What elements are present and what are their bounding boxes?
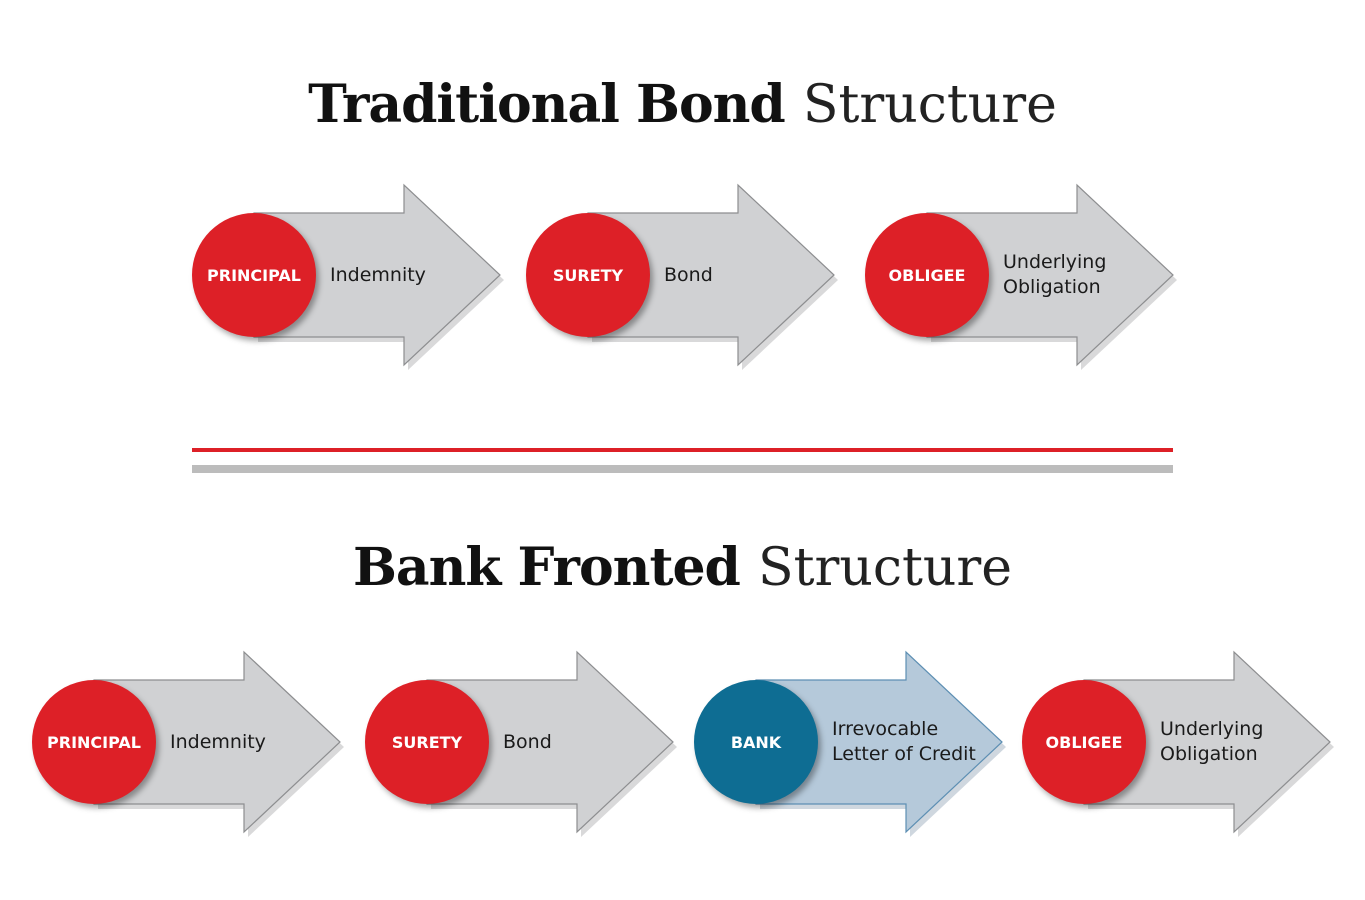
step-label-bond: Bond — [664, 263, 713, 286]
traditional-step-principal: PRINCIPAL Indemnity — [192, 175, 512, 375]
bank-step-surety: SURETY Bond — [365, 642, 685, 842]
step-label-indemnity: Indemnity — [330, 263, 426, 286]
arrow-shape — [926, 183, 1177, 370]
arrow-shape — [587, 183, 838, 370]
bank-step-obligee: OBLIGEE Underlying Obligation — [1022, 642, 1342, 842]
party-circle-principal: PRINCIPAL — [32, 680, 156, 804]
party-circle-principal: PRINCIPAL — [192, 213, 316, 337]
party-circle-surety: SURETY — [365, 680, 489, 804]
step-label-indemnity: Indemnity — [170, 730, 266, 753]
step-label-bond: Bond — [503, 730, 552, 753]
bank-fronted-title-light: Structure — [758, 538, 1013, 598]
divider-gray-line — [192, 465, 1173, 473]
arrow-shape — [1083, 650, 1334, 837]
bank-fronted-structure-title: Bank Fronted Structure — [0, 537, 1365, 599]
party-circle-obligee: OBLIGEE — [865, 213, 989, 337]
party-circle-obligee: OBLIGEE — [1022, 680, 1146, 804]
step-label-letter-of-credit: Irrevocable Letter of Credit — [832, 718, 976, 765]
party-circle-bank: BANK — [694, 680, 818, 804]
arrow-shape — [426, 650, 677, 837]
step-label-underlying-obligation: Underlying Obligation — [1160, 718, 1264, 765]
traditional-title-light: Structure — [802, 75, 1057, 135]
bank-step-bank: BANK Irrevocable Letter of Credit — [694, 642, 1014, 842]
bank-step-principal: PRINCIPAL Indemnity — [32, 642, 352, 842]
arrow-shape — [755, 650, 1006, 837]
party-circle-surety: SURETY — [526, 213, 650, 337]
arrow-shape — [93, 650, 344, 837]
traditional-step-surety: SURETY Bond — [526, 175, 846, 375]
divider-red-line — [192, 448, 1173, 452]
arrow-shape — [253, 183, 504, 370]
traditional-title-bold: Traditional Bond — [308, 74, 786, 135]
traditional-structure-title: Traditional Bond Structure — [0, 74, 1365, 136]
step-label-underlying-obligation: Underlying Obligation — [1003, 251, 1107, 298]
traditional-step-obligee: OBLIGEE Underlying Obligation — [865, 175, 1185, 375]
bank-fronted-title-bold: Bank Fronted — [352, 537, 741, 598]
